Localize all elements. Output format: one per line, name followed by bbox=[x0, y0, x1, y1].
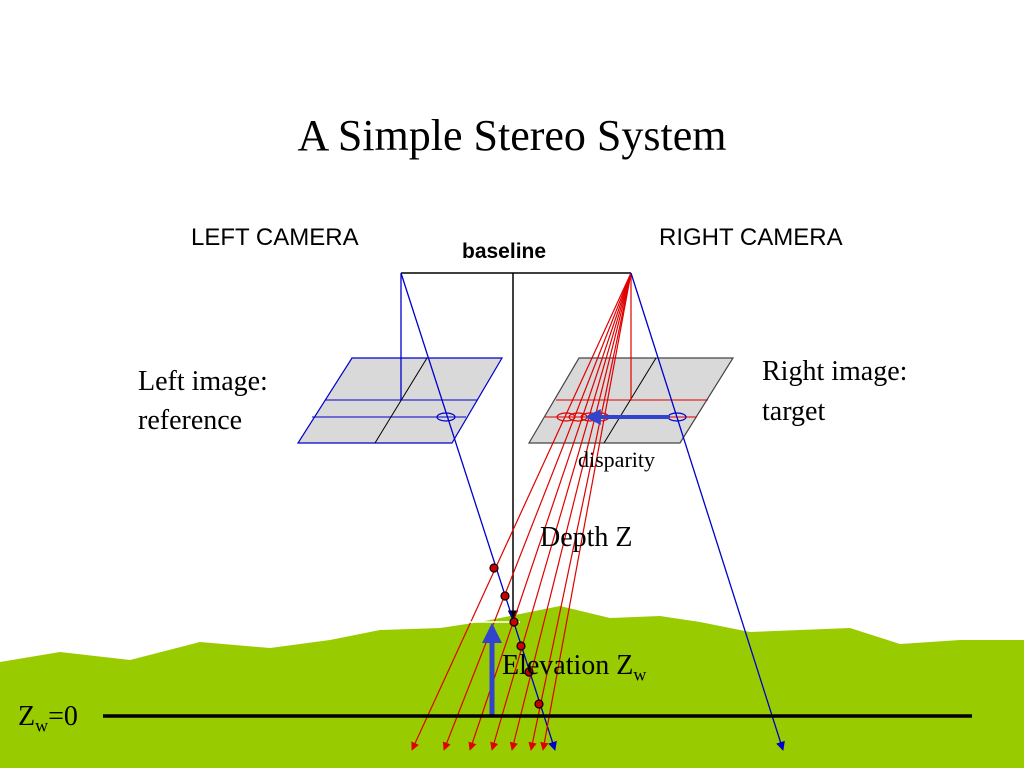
right-image-label: Right image: target bbox=[762, 352, 907, 432]
right-camera-rays bbox=[411, 272, 632, 751]
elevation-label-subscript: w bbox=[633, 664, 647, 685]
right-camera-outer-ray bbox=[630, 272, 785, 751]
elevation-label-text: Elevation Z bbox=[502, 650, 634, 681]
depth-label: Depth Z bbox=[540, 522, 633, 553]
elevation-label: Elevation Zw bbox=[502, 650, 646, 686]
terrain-ground bbox=[0, 606, 1024, 768]
zw-zero-label-eq: =0 bbox=[48, 701, 78, 732]
zw-zero-label-subscript: w bbox=[35, 715, 49, 736]
left-image-label-line2: reference bbox=[138, 405, 243, 436]
left-image-label-line1: Left image: bbox=[138, 366, 268, 397]
baseline-label: baseline bbox=[462, 240, 547, 263]
left-image-label: Left image: reference bbox=[138, 362, 268, 440]
slide-title: A Simple Stereo System bbox=[297, 111, 727, 160]
right-image-label-line2: target bbox=[762, 396, 826, 427]
intersection-points bbox=[489, 563, 544, 709]
disparity-label: disparity bbox=[578, 447, 655, 472]
right-camera-label: RIGHT CAMERA bbox=[659, 224, 843, 251]
zw-zero-label: Zw=0 bbox=[18, 701, 78, 737]
zw-zero-label-z: Z bbox=[18, 701, 36, 732]
left-camera-label: LEFT CAMERA bbox=[191, 224, 359, 251]
right-image-label-line1: Right image: bbox=[762, 356, 908, 387]
left-image-plane bbox=[296, 357, 504, 444]
right-image-plane bbox=[527, 357, 735, 444]
